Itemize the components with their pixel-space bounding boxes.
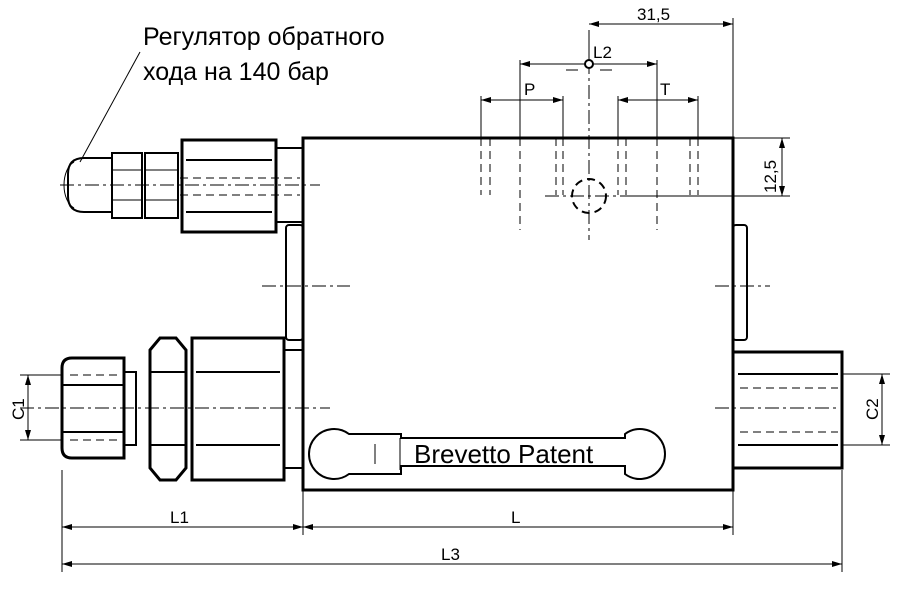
dimension-lines (20, 18, 890, 572)
dim-c2: C2 (863, 398, 882, 420)
l2-marker (584, 59, 594, 69)
top-regulator-fitting (60, 138, 320, 234)
patent-slot (308, 428, 666, 480)
dim-l1: L1 (170, 508, 189, 527)
l2-port-circle (571, 178, 607, 214)
callout-line-1: Регулятор обратного (143, 23, 385, 51)
patent-label: Brevetto Patent (414, 439, 594, 469)
valve-body (262, 136, 770, 492)
internal-port-lines (480, 60, 699, 240)
dim-l3: L3 (441, 545, 460, 564)
c1-fitting (20, 336, 330, 482)
callout-line-2: хода на 140 бар (143, 58, 329, 86)
dim-t: T (660, 80, 670, 99)
callout-leader-line (79, 51, 141, 163)
c2-fitting (715, 350, 844, 470)
dim-p: P (524, 80, 535, 99)
dim-c1: C1 (9, 398, 28, 420)
dim-31-5: 31,5 (637, 5, 670, 24)
dim-12-5: 12,5 (761, 160, 780, 193)
dim-l2: L2 (593, 43, 612, 62)
dim-l: L (511, 508, 520, 527)
